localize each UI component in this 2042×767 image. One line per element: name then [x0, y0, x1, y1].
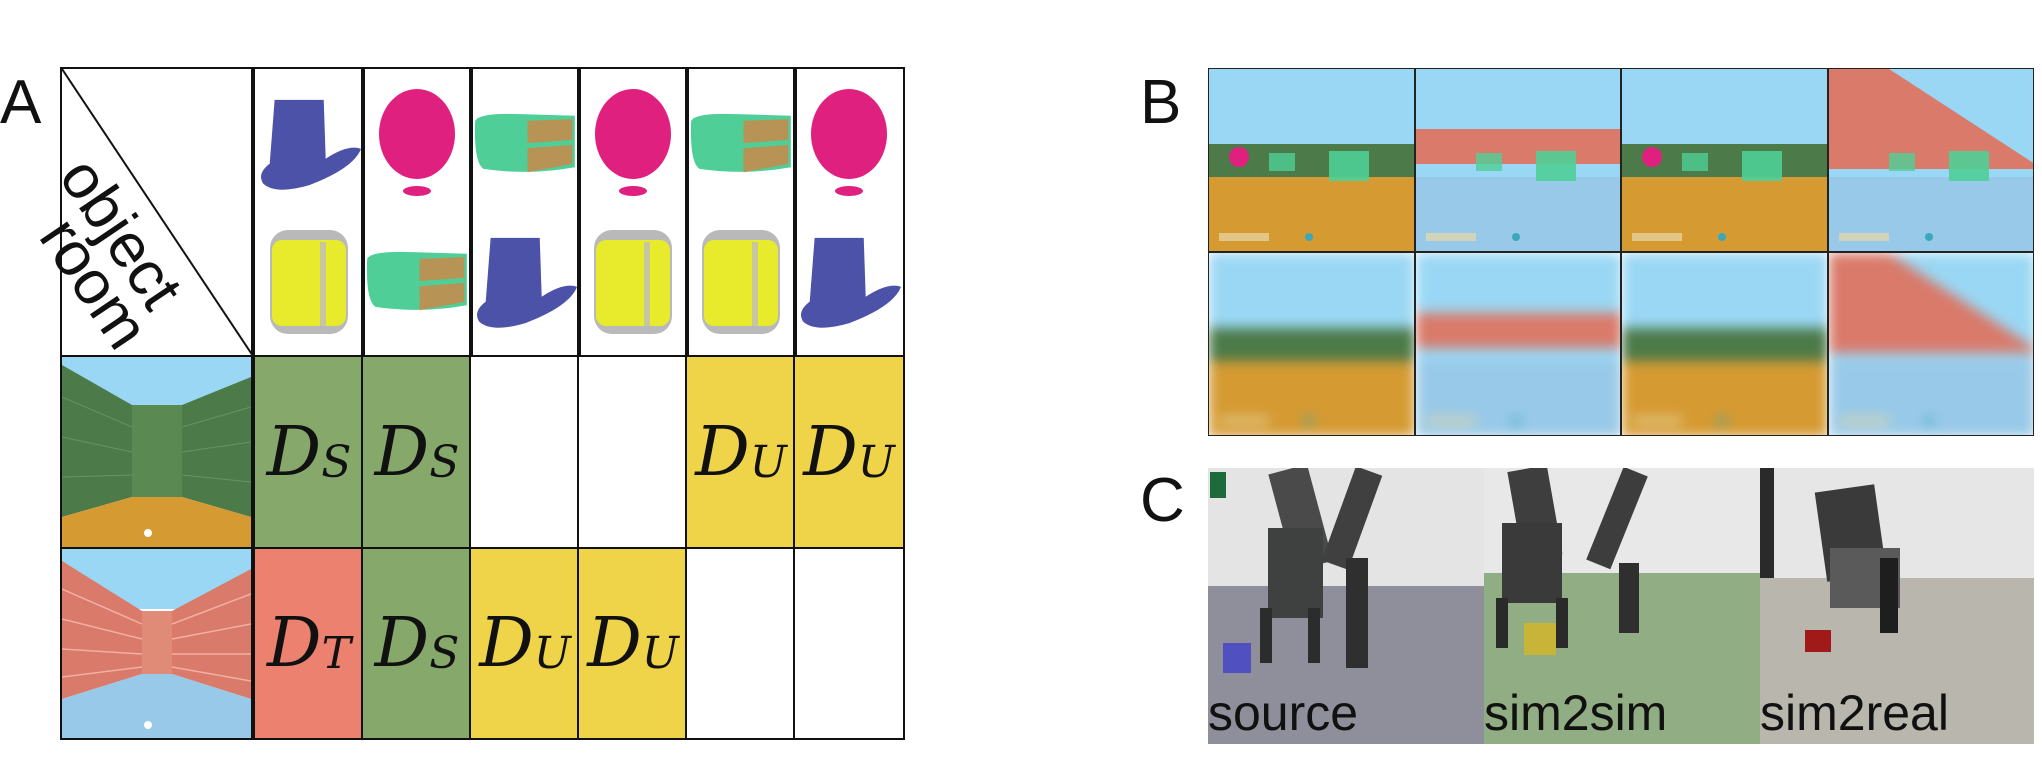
label-source: source [1208, 685, 1359, 741]
object-header-5 [685, 67, 797, 357]
object-header-1 [253, 67, 365, 357]
domain-symbol: D [695, 412, 750, 492]
cylinder-icon [579, 217, 687, 347]
hat-icon [795, 217, 903, 347]
observation-tile-r2-c2 [1414, 252, 1621, 436]
domain-subscript: U [857, 436, 895, 488]
domain-cell-r1-c4 [577, 355, 689, 549]
domain-subscript: U [533, 628, 571, 679]
cylinder-icon [255, 217, 363, 347]
corner-diagonal [62, 69, 255, 359]
domain-symbol: D [267, 604, 322, 683]
robot-image-source: source [1208, 468, 1484, 744]
object-header-6 [793, 67, 905, 357]
panel-c-strip: source sim2sim sim2real [1208, 468, 2034, 744]
domain-symbol: D [374, 604, 430, 683]
panel-letter-c: C [1140, 466, 1185, 535]
label-sim2sim: sim2sim [1484, 685, 1668, 741]
domain-subscript: U [641, 628, 679, 679]
room-thumb-green [60, 355, 253, 549]
domain-cell-r2-c6 [793, 547, 905, 740]
domain-symbol: D [803, 412, 858, 492]
domain-cell-r2-c5 [685, 547, 797, 740]
balloon-icon [795, 79, 903, 209]
observation-tile-r1-c4 [1827, 68, 2034, 252]
panel-a-grid: object room [26, 67, 1115, 740]
cake-icon [471, 79, 579, 209]
observation-tile-r1-c1 [1208, 68, 1415, 252]
cylinder-icon [687, 217, 795, 347]
domain-subscript: S [429, 628, 460, 679]
object-header-2 [361, 67, 473, 357]
observation-tile-r2-c1 [1208, 252, 1415, 436]
domain-cell-r1-c3 [469, 355, 581, 549]
label-sim2real: sim2real [1760, 685, 1949, 741]
observation-tile-r1-c3 [1621, 68, 1828, 252]
cake-icon [687, 79, 795, 209]
object-header-3 [469, 67, 581, 357]
domain-symbol: D [374, 412, 430, 492]
room-thumb-red [60, 547, 253, 740]
domain-subscript: T [321, 628, 351, 679]
balloon-icon [363, 79, 471, 209]
cake-icon [363, 217, 471, 347]
robot-image-sim2sim: sim2sim [1484, 468, 1760, 744]
corner-cell: object room [26, 67, 255, 361]
robot-image-sim2real: sim2real [1760, 468, 2034, 744]
panel-letter-a: A [0, 68, 42, 137]
domain-subscript: S [429, 436, 460, 488]
observation-tile-r2-c3 [1621, 252, 1828, 436]
hat-icon [471, 217, 579, 347]
domain-subscript: S [321, 436, 352, 488]
domain-subscript: U [749, 436, 787, 488]
balloon-icon [579, 79, 687, 209]
domain-symbol: D [479, 604, 534, 683]
observation-tile-r2-c4 [1827, 252, 2034, 436]
hat-icon [255, 79, 363, 209]
domain-symbol: D [266, 412, 322, 492]
domain-symbol: D [587, 604, 642, 683]
panel-b-grid [1208, 68, 2034, 436]
object-header-4 [577, 67, 689, 357]
panel-letter-b: B [1140, 68, 1182, 137]
observation-tile-r1-c2 [1414, 68, 1621, 252]
